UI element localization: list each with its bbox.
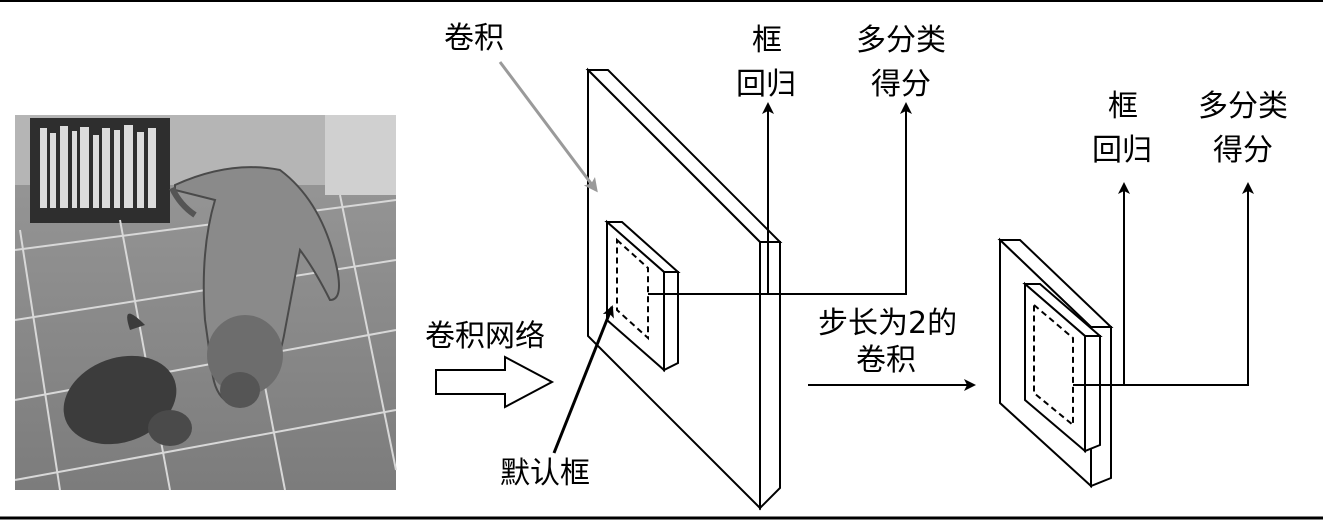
- default-box-dashed: [616, 237, 649, 341]
- feature-map-2-default-box: [1022, 281, 1103, 454]
- label-multiclass-1b: 得分: [871, 67, 931, 102]
- map-2-output-lines: [1073, 186, 1249, 386]
- label-multiclass-2b: 得分: [1213, 133, 1273, 168]
- feature-map-1-default-box: [604, 219, 681, 373]
- default-box-2-dashed: [1033, 302, 1074, 428]
- conv-pointer-arrow: [498, 61, 598, 193]
- hollow-right-arrow: [435, 355, 555, 409]
- default-box-pointer-arrow: [552, 305, 614, 454]
- label-box-regression-2a: 框: [1108, 89, 1138, 124]
- label-stride-conv-b: 卷积: [856, 343, 916, 378]
- label-conv-network: 卷积网络: [425, 319, 545, 354]
- map-1-output-lines: [648, 106, 907, 295]
- cat-dog-photo: [14, 115, 397, 491]
- label-multiclass-1a: 多分类: [856, 23, 946, 58]
- label-box-regression-1a: 框: [752, 23, 782, 58]
- label-conv: 卷积: [444, 21, 504, 56]
- label-stride-conv-a: 步长为2的: [818, 306, 957, 341]
- label-box-regression-1b: 回归: [736, 67, 796, 102]
- label-multiclass-2a: 多分类: [1198, 89, 1288, 124]
- label-default-box: 默认框: [500, 456, 590, 491]
- label-box-regression-2b: 回归: [1092, 133, 1152, 168]
